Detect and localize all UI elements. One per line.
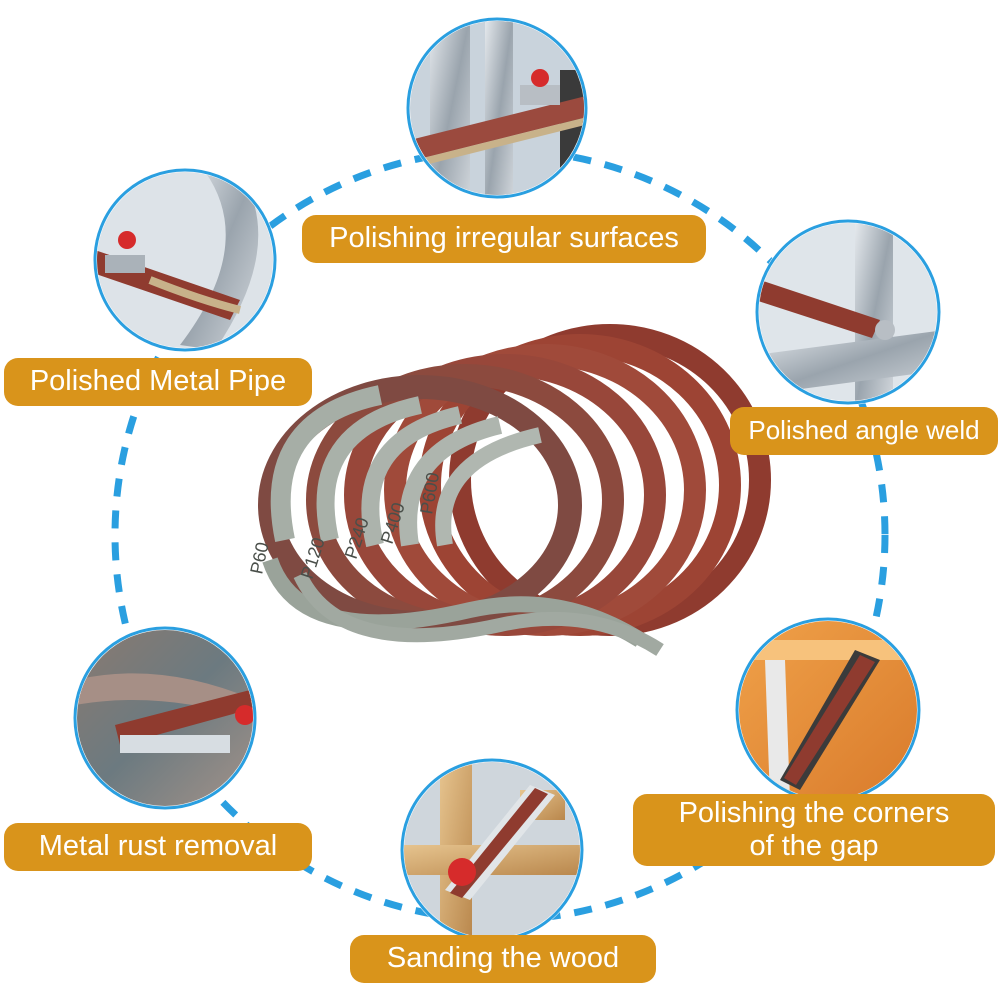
photo-irregular-surfaces: [406, 17, 588, 199]
label-angle-weld: Polished angle weld: [730, 407, 998, 455]
label-sanding-wood-text: Sanding the wood: [386, 942, 620, 975]
label-corners-gap: Polishing the corners of the gap: [633, 794, 995, 866]
label-sanding-wood: Sanding the wood: [350, 935, 656, 983]
label-irregular-surfaces-text: Polishing irregular surfaces: [329, 222, 679, 255]
label-irregular-surfaces: Polishing irregular surfaces: [302, 215, 706, 263]
label-rust-removal: Metal rust removal: [4, 823, 312, 871]
dashed-ring: [111, 146, 889, 924]
photo-rust-removal: [73, 626, 257, 810]
photo-sanding-wood: [400, 758, 584, 942]
photo-corners-gap: [735, 617, 921, 803]
label-rust-removal-text: Metal rust removal: [38, 830, 278, 863]
label-angle-weld-text: Polished angle weld: [748, 415, 980, 446]
label-metal-pipe-text: Polished Metal Pipe: [29, 365, 287, 398]
photo-metal-pipe: [93, 168, 277, 352]
label-metal-pipe: Polished Metal Pipe: [4, 358, 312, 406]
photo-angle-weld: [755, 219, 941, 405]
label-corners-gap-line2: of the gap: [749, 830, 879, 862]
sanding-belts-stack: [258, 324, 771, 656]
label-corners-gap-line1: Polishing the corners: [678, 796, 950, 829]
